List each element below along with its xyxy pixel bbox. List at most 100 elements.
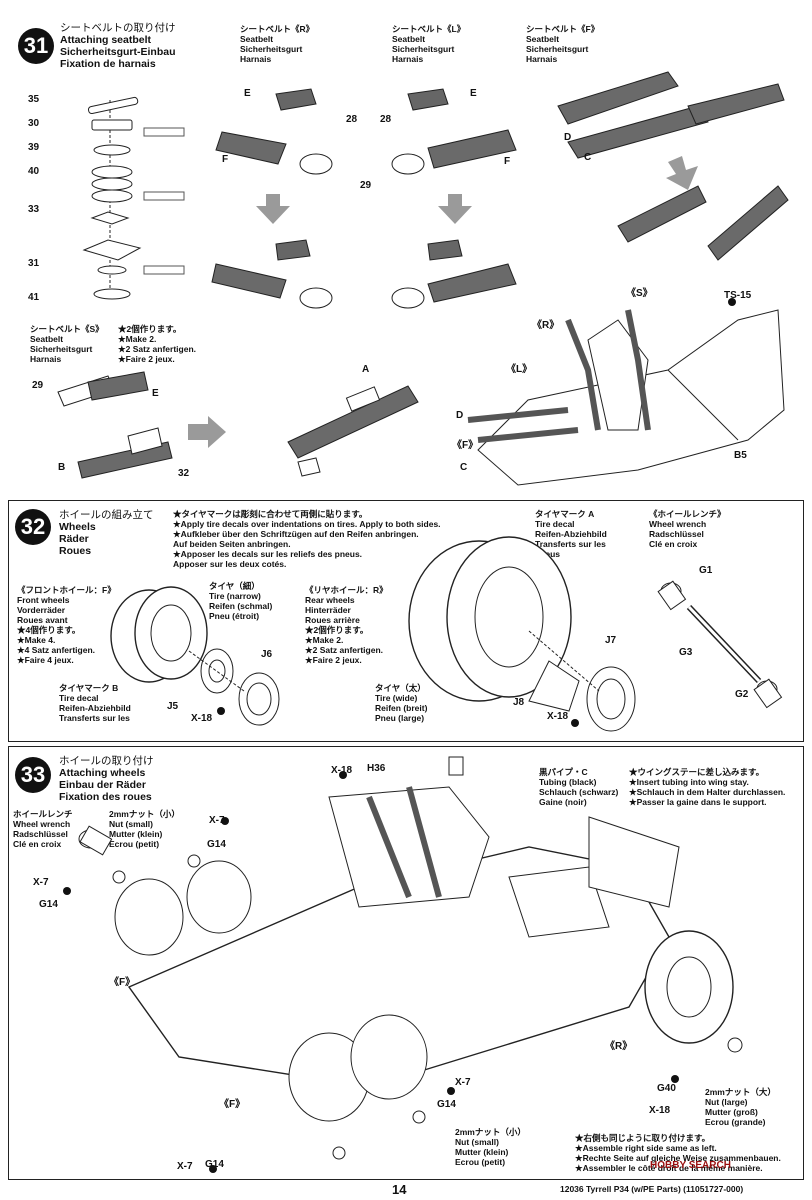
label-x7-mid: X-7	[455, 1077, 471, 1088]
part-31-label: 31	[28, 258, 40, 269]
chassis-assembly-drawing	[63, 756, 743, 1173]
seatbelt-l-label: シートベルト《L》 Seatbelt Sicherheitsgurt Harna…	[392, 24, 465, 64]
label-a-s: A	[362, 364, 370, 375]
wrench-jp: ホイールレンチ	[13, 809, 73, 819]
label-g3: G3	[679, 647, 693, 658]
title-en: Wheels	[59, 521, 96, 533]
nut-large-label: 2mmナット（大） Nut (large) Mutter (groß) Ecro…	[705, 1087, 776, 1127]
label-x7-bottom: X-7	[177, 1161, 193, 1172]
tire-decal-note: ★タイヤマークは彫刻に合わせて両側に貼ります。 ★Apply tire deca…	[173, 509, 441, 569]
belt-f-jp: シートベルト《F》	[526, 24, 600, 34]
nut-large-en: Nut (large)	[705, 1097, 748, 1107]
note-jp: ★タイヤマークは彫刻に合わせて両側に貼ります。	[173, 509, 368, 519]
decal-a-fr: Transferts sur les	[535, 539, 606, 549]
label-g14-left: G14	[39, 899, 58, 910]
buckle-stack-drawing	[82, 96, 185, 300]
make-2-note: ★2個作ります。 ★Make 2. ★2 Satz anfertigen. ★F…	[118, 324, 196, 364]
seatbelt-r-label: シートベルト《R》 Seatbelt Sicherheitsgurt Harna…	[240, 24, 314, 64]
label-l-cockpit: 《L》	[506, 364, 533, 375]
nut-small-label-bottom: 2mmナット（小） Nut (small) Mutter (klein) Ecr…	[455, 1127, 526, 1167]
tubing-label: 黒パイプ・C Tubing (black) Schlauch (schwarz)…	[539, 767, 618, 807]
wide-en: Tire (wide)	[375, 693, 418, 703]
rear-jp: 《リヤホイール：R》	[305, 585, 388, 595]
step-32-title: ホイールの組み立て Wheels Räder Roues	[59, 509, 154, 557]
wheel-wrench-drawing	[657, 580, 783, 709]
part-30-label: 30	[28, 118, 40, 129]
decal-a-jp: タイヤマーク A	[535, 509, 595, 519]
note-en: ★Apply tire decals over indentations on …	[173, 519, 441, 529]
cockpit-tub-drawing	[467, 298, 785, 486]
label-g14-top: G14	[207, 839, 226, 850]
label-g2: G2	[735, 689, 749, 700]
nut-small-en: Nut (small)	[109, 819, 153, 829]
label-e-l: E	[470, 88, 477, 99]
wide-fr: Pneu (large)	[375, 713, 425, 723]
label-j5: J5	[167, 701, 179, 712]
label-ts15: TS-15	[724, 290, 752, 301]
rear-de: Hinterräder	[305, 605, 351, 615]
seatbelt-l-drawing	[391, 88, 517, 309]
label-b-s: B	[58, 462, 66, 473]
title-de: Einbau der Räder	[59, 779, 146, 791]
belt-l-fr: Harnais	[392, 54, 424, 64]
title-jp: シートベルトの取り付け	[60, 22, 176, 34]
nut-small-fr-b: Ecrou (petit)	[455, 1157, 506, 1167]
title-de: Räder	[59, 533, 89, 545]
nut-large-jp: 2mmナット（大）	[705, 1087, 776, 1097]
tubing-de: Schlauch (schwarz)	[539, 787, 619, 797]
belt-f-fr: Harnais	[526, 54, 558, 64]
label-g14-mid: G14	[437, 1099, 456, 1110]
label-f-lower: 《F》	[219, 1099, 246, 1110]
rear-make-fr: ★Faire 2 jeux.	[305, 655, 362, 665]
label-x18-rear-33: X-18	[649, 1105, 671, 1116]
label-j8: J8	[513, 697, 525, 708]
nut-small-label-top: 2mmナット（小） Nut (small) Mutter (klein) Ecr…	[109, 809, 180, 849]
note-fr-2: Apposer sur les deux cotés.	[173, 559, 287, 569]
nut-large-fr: Ecrou (grande)	[705, 1117, 766, 1127]
wingstay-de: ★Schlauch in dem Halter durchlassen.	[629, 787, 786, 797]
note-fr-1: ★Apposer les decals sur les reliefs des …	[173, 549, 363, 559]
front-make-fr: ★Faire 4 jeux.	[17, 655, 74, 665]
wingstay-jp: ★ウイングステーに差し込みます。	[629, 767, 765, 777]
seatbelt-s-label: シートベルト《S》 Seatbelt Sicherheitsgurt Harna…	[30, 324, 104, 364]
page-number: 14	[392, 1182, 407, 1197]
wrench-en: Wheel wrench	[13, 819, 71, 829]
belt-s-jp: シートベルト《S》	[30, 324, 104, 334]
make2-en: ★Make 2.	[118, 334, 157, 344]
label-32: 32	[178, 468, 190, 479]
label-f-upper: 《F》	[109, 977, 136, 988]
wide-de: Reifen (breit)	[375, 703, 428, 713]
label-28: 28	[346, 114, 358, 125]
nut-small-fr: Ecrou (petit)	[109, 839, 160, 849]
label-c-cockpit: C	[460, 462, 468, 473]
label-28-l: 28	[380, 114, 392, 125]
decal-a-de: Reifen-Abziehbild	[535, 529, 607, 539]
part-35-label: 35	[28, 94, 40, 105]
belt-r-en: Seatbelt	[240, 34, 274, 44]
wrench-de: Radschlüssel	[649, 529, 704, 539]
nut-large-de: Mutter (groß)	[705, 1107, 758, 1117]
label-e-r: E	[244, 88, 251, 99]
front-fr: Roues avant	[17, 615, 68, 625]
front-make-de: ★4 Satz anfertigen.	[17, 645, 95, 655]
belt-l-en: Seatbelt	[392, 34, 426, 44]
belt-f-en: Seatbelt	[526, 34, 560, 44]
label-d-cockpit: D	[456, 410, 464, 421]
front-en: Front wheels	[17, 595, 70, 605]
tubing-fr: Gaine (noir)	[539, 797, 587, 807]
label-g40: G40	[657, 1083, 676, 1094]
seatbelt-s-drawing	[57, 371, 419, 479]
wide-jp: タイヤ（太）	[375, 683, 426, 693]
belt-l-de: Sicherheitsgurt	[392, 44, 455, 54]
part-41-label: 41	[28, 292, 40, 303]
make2-de: ★2 Satz anfertigen.	[118, 344, 196, 354]
same-jp: ★右側も同じように取り付けます。	[575, 1133, 711, 1143]
rear-fr: Roues arrière	[305, 615, 360, 625]
make2-jp: ★2個作ります。	[118, 324, 182, 334]
nut-small-de-b: Mutter (klein)	[455, 1147, 509, 1157]
narrow-jp: タイヤ（細）	[209, 581, 260, 591]
decal-a-en: Tire decal	[535, 519, 575, 529]
narrow-fr: Pneu (étroit)	[209, 611, 260, 621]
same-side-note: ★右側も同じように取り付けます。 ★Assemble right side sa…	[575, 1133, 781, 1173]
wrench-fr: Clé en croix	[13, 839, 62, 849]
